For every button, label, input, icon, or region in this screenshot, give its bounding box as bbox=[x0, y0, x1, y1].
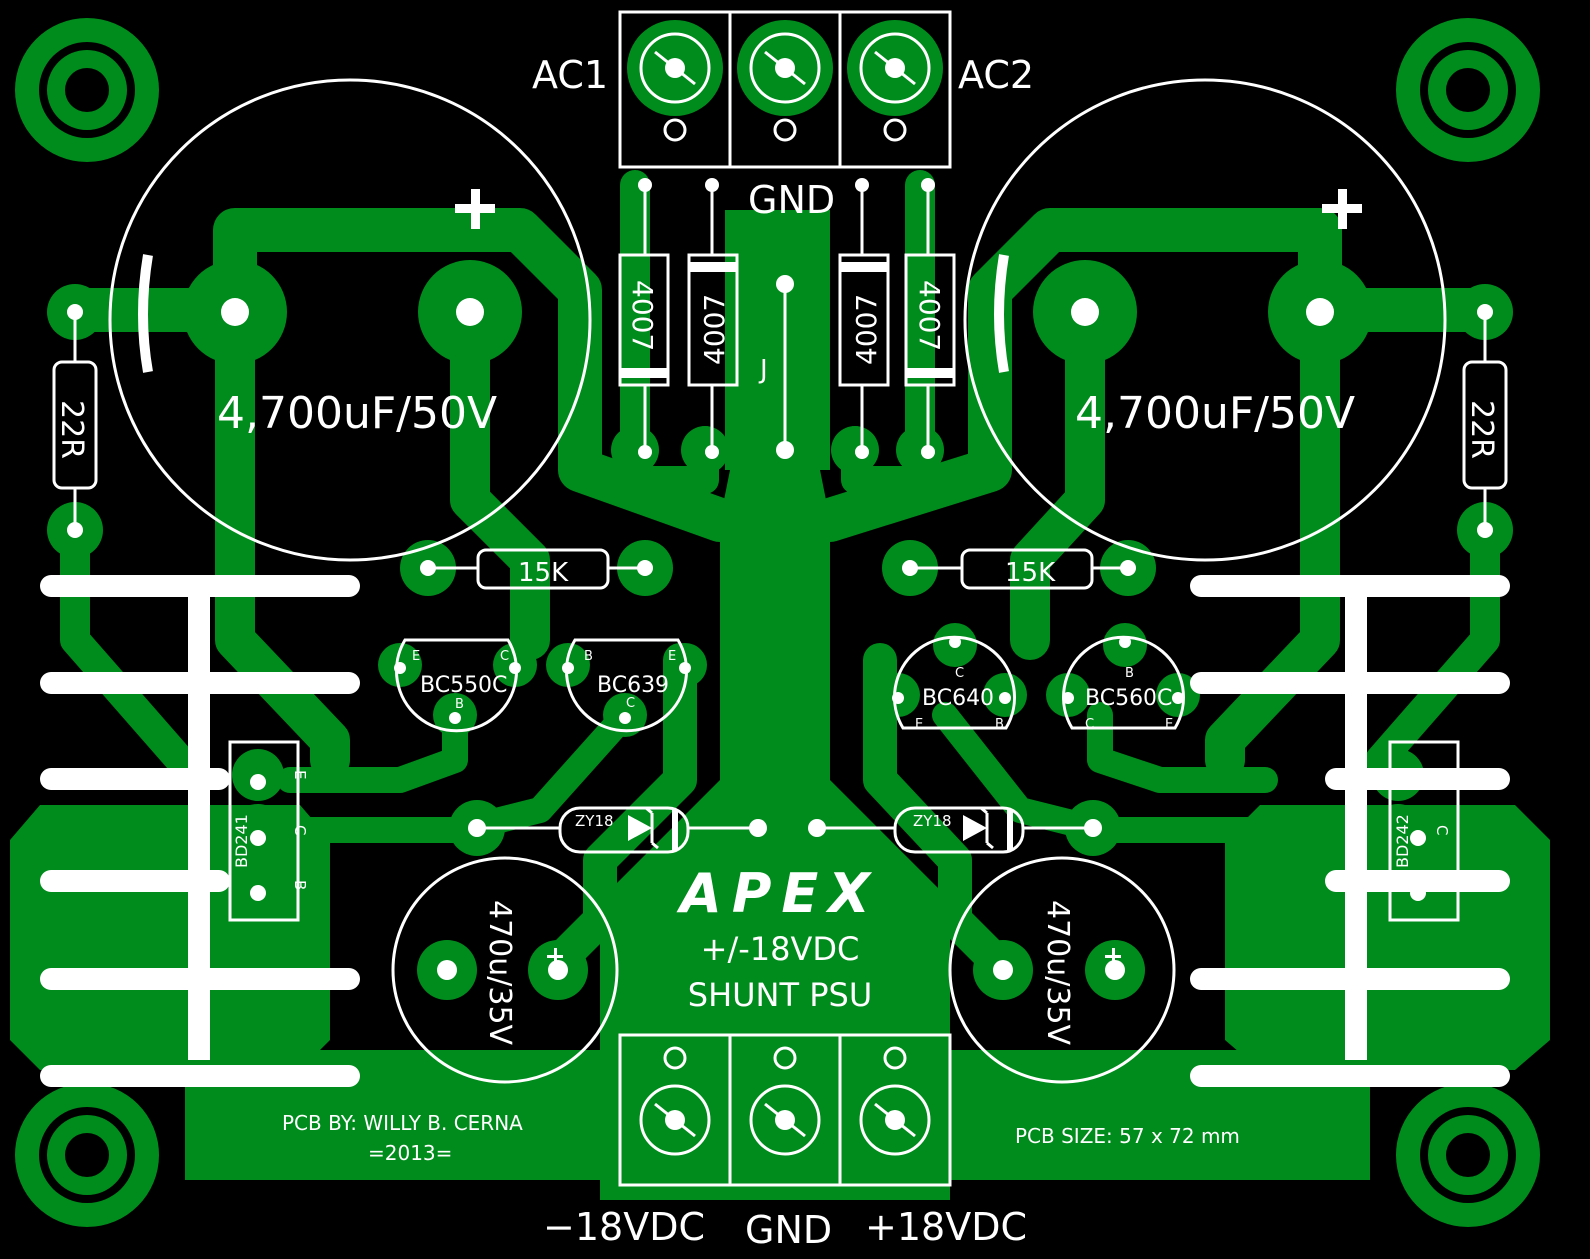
trace-cap-right-low bbox=[863, 643, 1017, 982]
cap-470u-right bbox=[948, 856, 1176, 1084]
input-terminal-block bbox=[618, 10, 952, 169]
diode-d2 bbox=[687, 253, 739, 387]
bc640-pin-e: E bbox=[915, 717, 923, 732]
logo-text: APEX bbox=[676, 862, 880, 925]
pcb-size-label: PCB SIZE: 57 x 72 mm bbox=[1015, 1124, 1240, 1148]
bc560c-pin-e: E bbox=[1165, 717, 1173, 732]
mounting-hole-br bbox=[1396, 1083, 1540, 1227]
label-neg18vdc: −18VDC bbox=[543, 1205, 705, 1249]
trace-r22-right bbox=[1365, 515, 1500, 775]
trace-right-cap2 bbox=[1010, 290, 1105, 660]
label-ac1: AC1 bbox=[532, 53, 608, 97]
zener-right bbox=[817, 806, 1093, 854]
bd241-pin-e: E bbox=[291, 770, 309, 779]
diode-d3 bbox=[838, 253, 890, 387]
label-gnd-out: GND bbox=[745, 1208, 832, 1252]
bc640-pin-b: B bbox=[995, 717, 1004, 732]
bc550c-pin-e: E bbox=[412, 649, 420, 664]
r22-right-label: 22R bbox=[1464, 400, 1499, 459]
zener-left-label: ZY18 bbox=[575, 812, 614, 830]
jumper-label: J bbox=[758, 355, 768, 385]
diode-d3-label: 4007 bbox=[850, 294, 883, 365]
resistor-22r-left bbox=[52, 312, 98, 530]
label-pos18vdc: +18VDC bbox=[865, 1205, 1027, 1249]
output-terminal-block bbox=[618, 1033, 952, 1187]
screw-terminal-pos18 bbox=[859, 1046, 931, 1156]
screw-terminal-ac1 bbox=[639, 32, 711, 142]
diode-d4-label: 4007 bbox=[913, 280, 946, 351]
screw-terminal-neg18 bbox=[639, 1046, 711, 1156]
diode-lead-holes bbox=[638, 178, 935, 192]
bd242-pin-e: E bbox=[1433, 770, 1451, 779]
trace-q-right bbox=[1087, 702, 1278, 793]
credit-author: PCB BY: WILLY B. CERNA bbox=[282, 1111, 523, 1135]
trace-cap-left-low bbox=[538, 643, 697, 982]
bc550c-label: BC550C bbox=[420, 673, 507, 698]
bc639-pin-b: B bbox=[584, 649, 593, 664]
screw-terminal-gnd-out bbox=[749, 1046, 821, 1156]
bc560c-label: BC560C bbox=[1085, 686, 1172, 711]
subtitle-shunt-psu: SHUNT PSU bbox=[688, 976, 872, 1014]
bc560c-pin-c: C bbox=[1085, 717, 1094, 732]
cap-right-label: 4,700uF/50V bbox=[1075, 388, 1355, 439]
bd241-pin-c: C bbox=[291, 825, 309, 835]
diode-d2-label: 4007 bbox=[698, 294, 731, 365]
bc639-pin-c: C bbox=[626, 696, 635, 711]
cap-470u-left-label: 470u/35V bbox=[482, 900, 517, 1046]
label-gnd-in: GND bbox=[748, 178, 835, 222]
cap-470u-left bbox=[391, 856, 619, 1084]
bd242-pin-b: B bbox=[1433, 880, 1451, 890]
power-transistor-bd241 bbox=[228, 740, 300, 922]
mounting-hole-tl bbox=[15, 18, 159, 162]
cap-4700uf-right bbox=[963, 78, 1447, 562]
label-ac2: AC2 bbox=[958, 53, 1034, 97]
bc639-pin-e: E bbox=[668, 649, 676, 664]
subtitle-voltage: +/-18VDC bbox=[701, 930, 860, 968]
mounting-hole-tr bbox=[1396, 18, 1540, 162]
diode-d1 bbox=[618, 253, 670, 387]
bc640-label: BC640 bbox=[922, 686, 994, 711]
r15k-left-label: 15K bbox=[518, 558, 569, 588]
diode-leads bbox=[643, 185, 930, 450]
screw-terminal-ac2 bbox=[859, 32, 931, 142]
power-transistor-bd242 bbox=[1388, 740, 1460, 922]
bc639-label: BC639 bbox=[597, 673, 669, 698]
bd241-pin-b: B bbox=[291, 880, 309, 890]
zener-left bbox=[477, 806, 758, 854]
bd241-label: BD241 bbox=[232, 814, 251, 868]
diode-d4 bbox=[904, 253, 956, 387]
cap-470u-right-label: 470u/35V bbox=[1040, 900, 1075, 1046]
bc550c-pin-c: C bbox=[500, 649, 509, 664]
bc640-pin-c: C bbox=[955, 666, 964, 681]
drill-holes bbox=[67, 275, 1493, 980]
heatsink-left bbox=[40, 575, 360, 1087]
bd242-pin-c: C bbox=[1433, 825, 1451, 835]
r15k-right-label: 15K bbox=[1005, 558, 1056, 588]
screw-terminal-gnd-in bbox=[749, 32, 821, 142]
zener-right-label: ZY18 bbox=[913, 812, 952, 830]
cap-left-label: 4,700uF/50V bbox=[217, 388, 497, 439]
resistor-22r-right bbox=[1462, 312, 1508, 530]
r22-left-label: 22R bbox=[54, 400, 89, 459]
credit-year: =2013= bbox=[368, 1141, 452, 1165]
bc560c-pin-b: B bbox=[1125, 666, 1134, 681]
trace-q-right2 bbox=[932, 702, 1093, 838]
mounting-hole-bl bbox=[15, 1083, 159, 1227]
bc550c-pin-b: B bbox=[455, 697, 464, 712]
copper-left-edge bbox=[10, 805, 330, 1070]
ground-plane-center bbox=[600, 470, 950, 1030]
apex-logo: APEX bbox=[676, 862, 880, 925]
diode-d1-label: 4007 bbox=[626, 280, 659, 351]
trace-q-left bbox=[277, 702, 468, 793]
trace-left-cap2 bbox=[450, 290, 550, 660]
trace-r22-left bbox=[60, 515, 195, 775]
cap-4700uf-left bbox=[108, 78, 592, 562]
bd242-label: BD242 bbox=[1393, 814, 1412, 868]
